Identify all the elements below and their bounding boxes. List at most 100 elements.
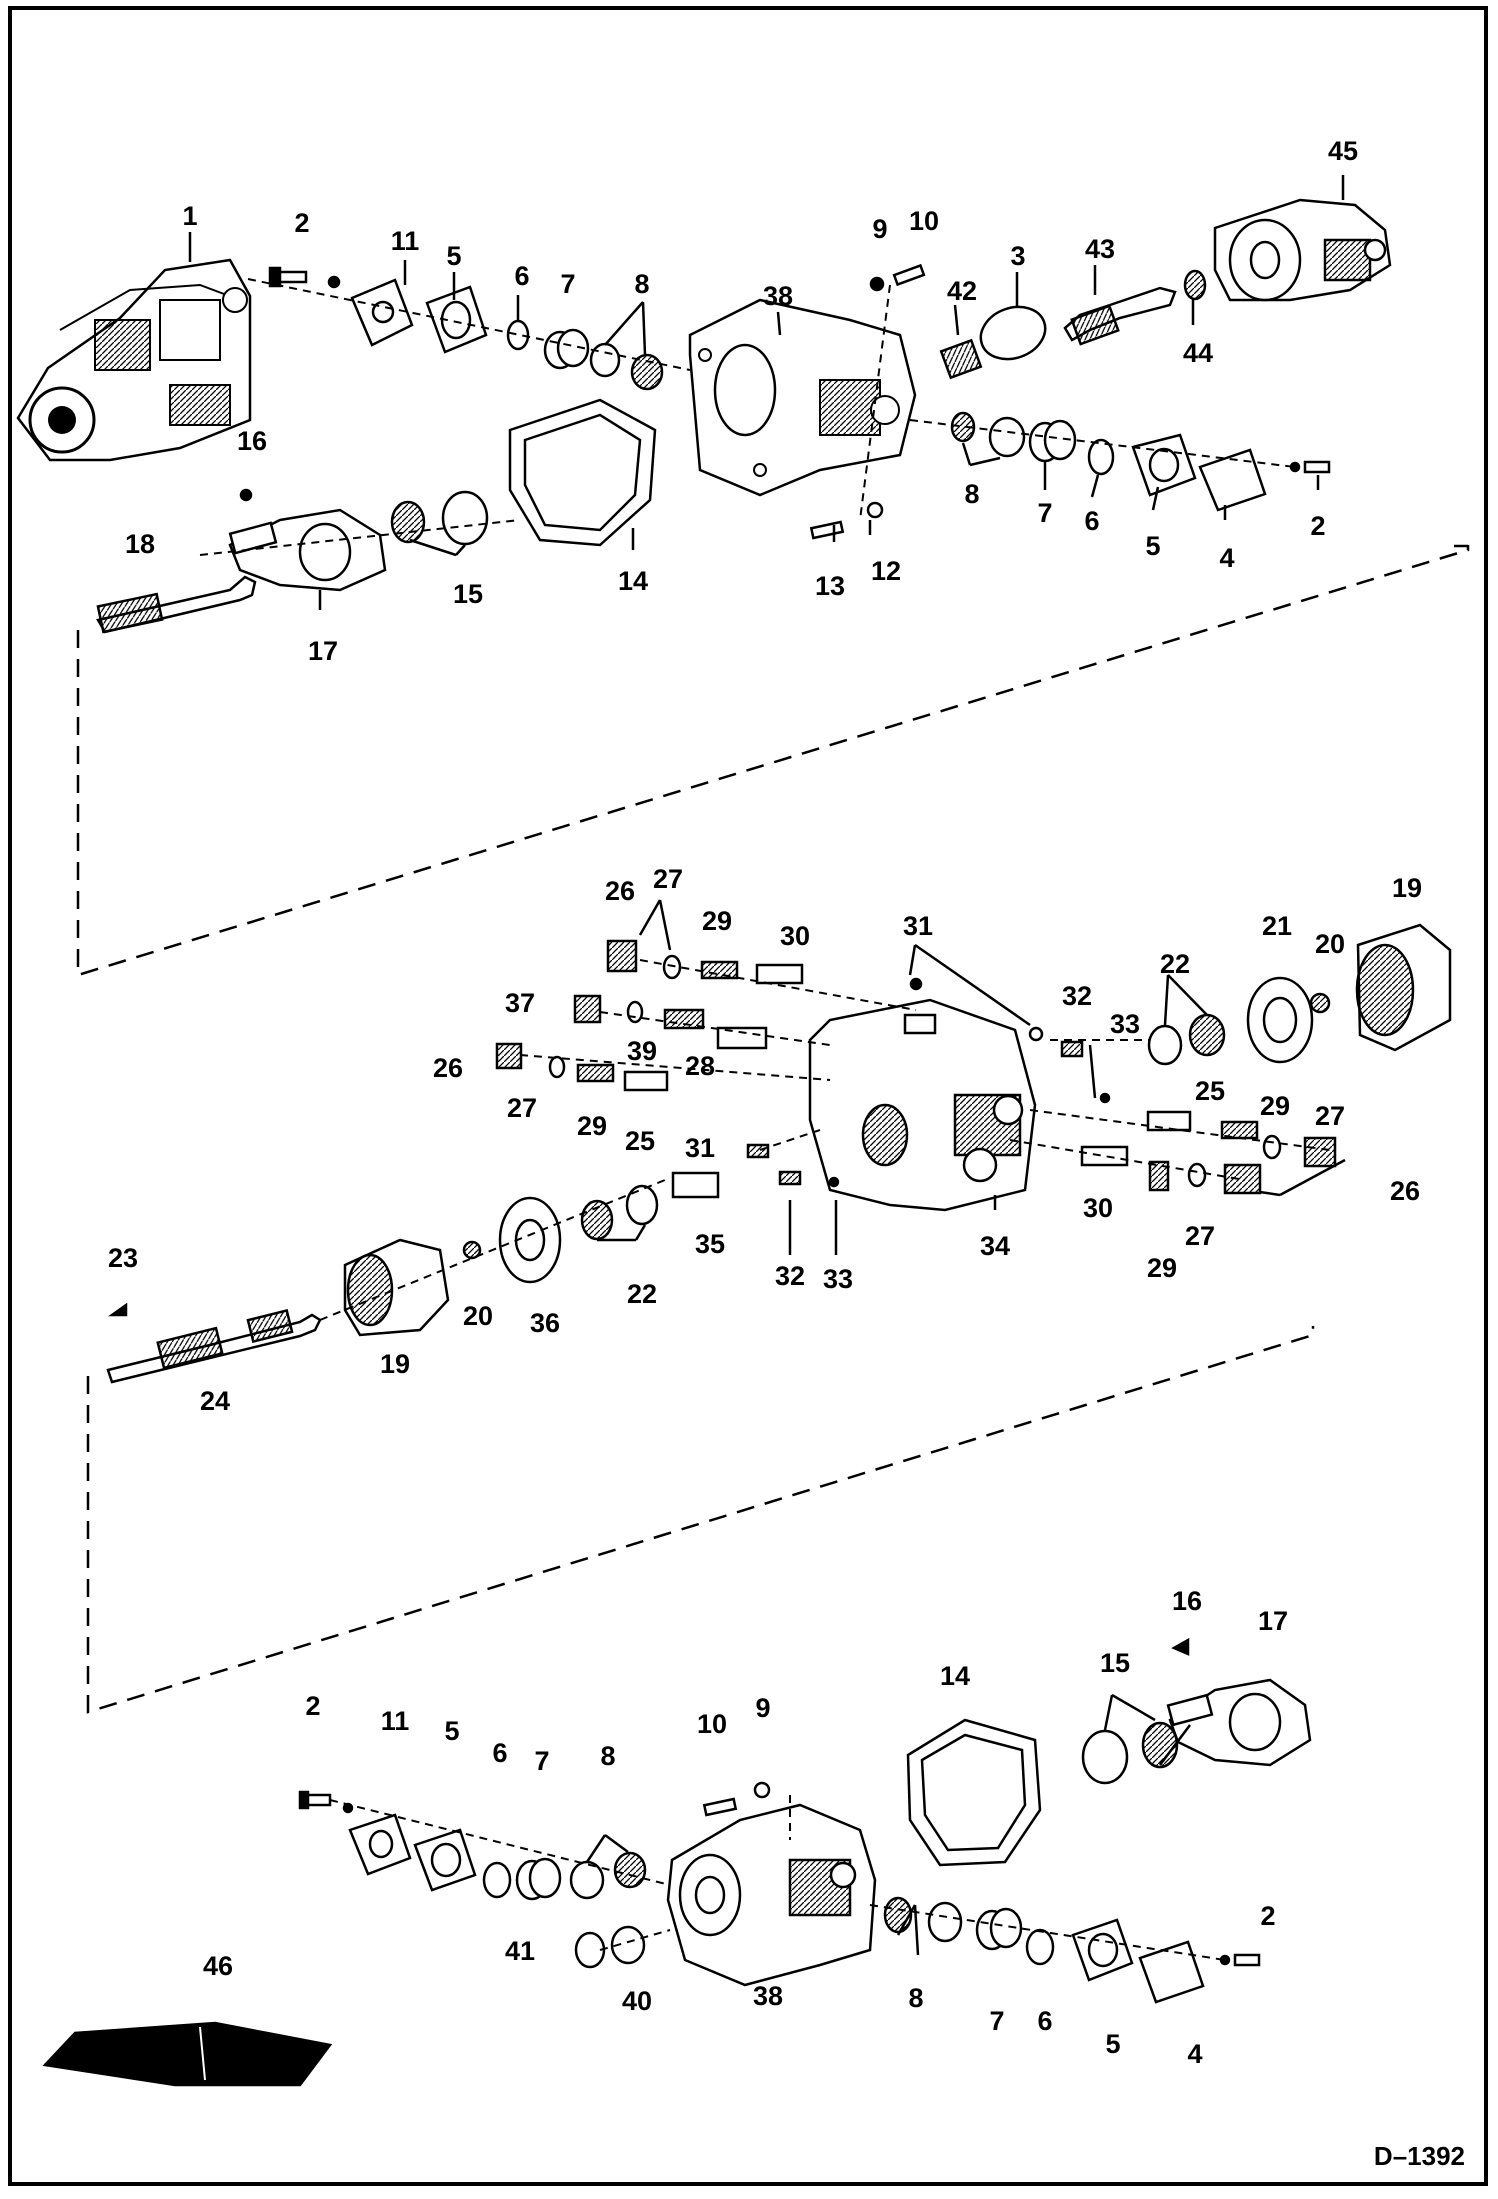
callout-12: 12 xyxy=(871,556,901,586)
part-spring-29b xyxy=(576,1063,615,1083)
callout-19: 19 xyxy=(1392,873,1422,903)
part-ball-33a xyxy=(1099,1092,1111,1104)
part-swashplate-lower xyxy=(1166,1678,1312,1767)
callout-leaders xyxy=(188,175,1346,1956)
part-bushing-7d xyxy=(975,1907,1023,1951)
callout-32b: 32 xyxy=(775,1261,805,1291)
callout-23: 23 xyxy=(108,1243,138,1273)
callout-9: 9 xyxy=(872,214,887,244)
part-o-ring-6 xyxy=(1087,438,1115,476)
part-o-ring xyxy=(506,319,530,351)
part-bolt-2c xyxy=(298,1790,332,1810)
callout-numbers: 1 2 11 5 6 7 8 9 10 38 42 3 43 45 44 16 … xyxy=(108,136,1465,2171)
part-housing-gasket xyxy=(508,398,657,547)
part-bolt-2 xyxy=(1289,460,1331,474)
part-lock-washer xyxy=(869,276,885,292)
part-gasket-5d xyxy=(1071,1918,1134,1982)
part-washer xyxy=(327,275,341,289)
callout-11b: 11 xyxy=(381,1706,410,1736)
callout-42: 42 xyxy=(947,276,977,306)
dash-mid2 xyxy=(599,1011,831,1046)
part-washer-12 xyxy=(866,501,884,519)
part-bolt xyxy=(268,266,308,288)
callout-25b: 25 xyxy=(1195,1076,1225,1106)
part-sleeve-35 xyxy=(671,1171,720,1199)
callout-40: 40 xyxy=(622,1986,652,2016)
callout-38: 38 xyxy=(763,281,793,311)
callout-10b: 10 xyxy=(697,1709,727,1739)
part-large-o-ring xyxy=(979,305,1047,361)
part-bearing-15b xyxy=(1081,1721,1179,1785)
callout-33: 33 xyxy=(1110,1009,1140,1039)
part-oring-6d xyxy=(1025,1928,1055,1966)
part-swashplate xyxy=(228,508,387,592)
callout-6: 6 xyxy=(514,261,529,291)
callout-27d: 27 xyxy=(1185,1221,1215,1251)
callout-20b: 20 xyxy=(463,1301,493,1331)
dash-bot4 xyxy=(599,1929,671,1951)
dash-mid5 xyxy=(1029,1109,1331,1151)
callout-26: 26 xyxy=(605,876,635,906)
callout-5: 5 xyxy=(446,241,461,271)
part-plug-31b xyxy=(746,1143,770,1159)
bottom-group xyxy=(42,1637,1312,2087)
callout-17b: 17 xyxy=(1258,1606,1288,1636)
part-pin xyxy=(239,488,253,502)
callout-34: 34 xyxy=(980,1231,1010,1261)
leader-dashes xyxy=(199,278,1331,1961)
part-bearings-22-left xyxy=(580,1184,659,1241)
part-valve-plate-right xyxy=(1246,976,1314,1064)
part-key-23 xyxy=(108,1302,128,1317)
part-bushing xyxy=(543,328,590,370)
callout-32: 32 xyxy=(1062,981,1092,1011)
callout-36: 36 xyxy=(530,1308,560,1338)
callout-26c: 26 xyxy=(1390,1176,1420,1206)
part-bushing-7c xyxy=(515,1857,562,1901)
callout-21: 21 xyxy=(1262,911,1292,941)
callout-15b: 15 xyxy=(1100,1648,1130,1678)
part-key-16b xyxy=(1171,1637,1190,1656)
part-seal-8d xyxy=(883,1896,913,1934)
middle-group xyxy=(106,923,1452,1384)
part-seal-40 xyxy=(610,1925,646,1965)
callout-44: 44 xyxy=(1183,338,1213,368)
part-oring-27c xyxy=(1262,1134,1282,1160)
part-cover-11b xyxy=(348,1813,412,1876)
callout-29c: 29 xyxy=(1260,1091,1290,1121)
dash-mid1 xyxy=(639,959,917,1011)
callout-3: 3 xyxy=(1010,241,1025,271)
callout-19b: 19 xyxy=(380,1349,410,1379)
callout-18: 18 xyxy=(125,529,155,559)
row1-seal-group xyxy=(268,266,664,391)
part-seal-8b xyxy=(988,416,1026,458)
part-ball-33b xyxy=(828,1176,840,1188)
callout-2c: 2 xyxy=(305,1691,320,1721)
part-cover-plate xyxy=(350,278,414,347)
callout-17: 17 xyxy=(308,636,338,666)
dash-bot1 xyxy=(329,1799,671,1886)
part-complete-pump xyxy=(16,258,252,462)
callout-26b: 26 xyxy=(433,1053,463,1083)
callout-7d: 7 xyxy=(989,2006,1004,2036)
callout-33b: 33 xyxy=(823,1264,853,1294)
part-oring-27d xyxy=(1187,1162,1207,1188)
callout-5b: 5 xyxy=(1145,531,1160,561)
part-housing-lower xyxy=(666,1803,877,1987)
part-rotating-group-left xyxy=(343,1238,450,1337)
callout-43: 43 xyxy=(1085,234,1115,264)
part-spring-29a xyxy=(700,960,739,980)
callout-14b: 14 xyxy=(940,1661,970,1691)
dash-mid7 xyxy=(319,1179,666,1321)
callout-16b: 16 xyxy=(1172,1586,1202,1616)
part-rotating-group-right xyxy=(1355,923,1452,1052)
callout-4b: 4 xyxy=(1187,2039,1202,2069)
part-ball-31a-b xyxy=(1028,1026,1044,1042)
part-manual xyxy=(42,2021,333,2087)
part-valve-25a xyxy=(623,1070,669,1092)
callout-46: 46 xyxy=(203,1951,233,1981)
callout-27c: 27 xyxy=(1315,1101,1345,1131)
part-gasket-5 xyxy=(1131,433,1197,497)
part-seal-pair xyxy=(589,342,664,391)
callout-28: 28 xyxy=(685,1051,715,1081)
